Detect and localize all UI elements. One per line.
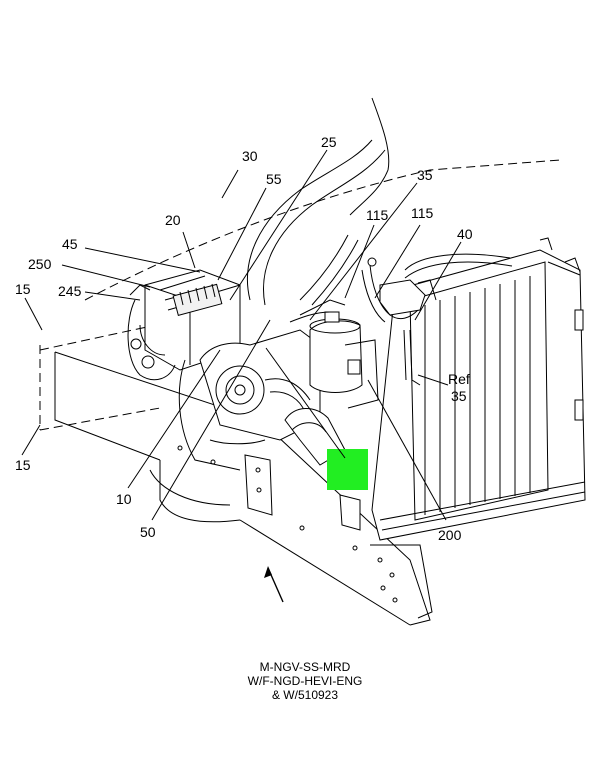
diagram-caption: M-NGV-SS-MRD W/F-NGD-HEVI-ENG & W/510923 <box>205 660 405 702</box>
callout-250: 250 <box>28 256 52 272</box>
cab-outline <box>84 159 561 301</box>
caption-line-3: & W/510923 <box>271 688 339 702</box>
callout-245: 245 <box>58 283 82 299</box>
leader-lines <box>21 149 462 521</box>
callout-115-right: 115 <box>411 205 434 221</box>
callout-30: 30 <box>242 148 258 164</box>
callout-55: 55 <box>266 171 282 187</box>
callout-35: 35 <box>417 167 433 183</box>
callout-ref: Ref <box>448 371 470 387</box>
hvac-module <box>127 269 241 381</box>
engine-body <box>149 329 321 506</box>
callout-10: 10 <box>116 491 132 507</box>
callout-15-bottom: 15 <box>15 457 31 473</box>
callout-45: 45 <box>62 236 78 252</box>
callout-20: 20 <box>165 212 181 228</box>
callout-25: 25 <box>321 134 337 150</box>
callout-40: 40 <box>457 226 473 242</box>
caption-line-2: W/F-NGD-HEVI-ENG <box>247 674 363 688</box>
radiator-assembly <box>371 237 586 541</box>
hoses <box>289 257 437 386</box>
air-duct <box>246 139 386 306</box>
frame-rail <box>39 321 433 626</box>
callout-50: 50 <box>140 524 156 540</box>
highlighted-part <box>327 449 368 490</box>
cowl-edge <box>349 97 390 216</box>
caption-line-1: M-NGV-SS-MRD <box>259 660 351 674</box>
surge-tank <box>309 311 379 409</box>
callout-115-left: 115 <box>366 207 389 223</box>
callout-15-top: 15 <box>15 281 31 297</box>
callout-ref-35: 35 <box>451 388 467 404</box>
mount-bracket <box>244 454 361 531</box>
callout-200: 200 <box>438 527 462 543</box>
direction-arrow <box>264 566 284 603</box>
